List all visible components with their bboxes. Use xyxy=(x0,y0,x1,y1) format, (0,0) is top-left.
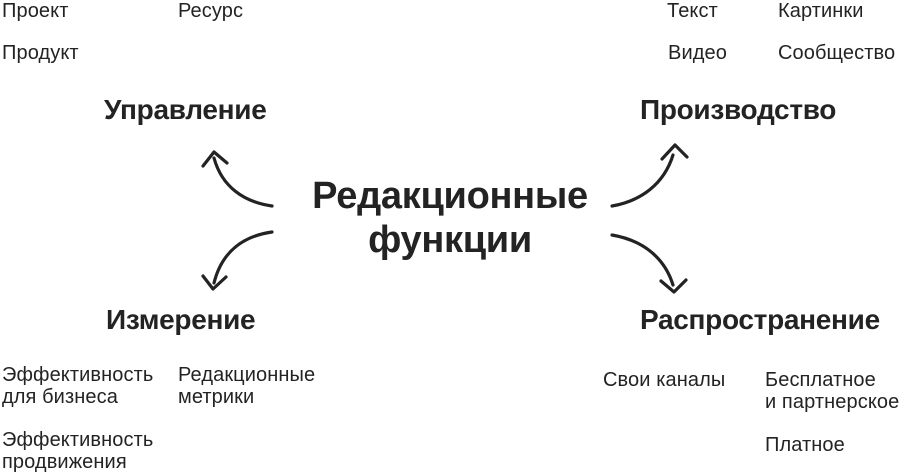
production-heading: Производство xyxy=(640,94,837,125)
distribution-heading: Распространение xyxy=(640,304,880,335)
measurement-item-business-effectiveness: Эффективность для бизнеса xyxy=(2,364,154,408)
production-item-text: Текст xyxy=(667,0,718,22)
management-heading: Управление xyxy=(104,94,267,125)
distribution-item-free-and-partner: Бесплатное и партнерское xyxy=(765,369,900,413)
arrow-to-distribution-icon xyxy=(610,233,688,294)
measurement-item-promotion-effectiveness: Эффективность продвижения xyxy=(2,429,154,473)
page-title: Редакционные функции xyxy=(312,175,588,261)
arrow-to-measurement-icon xyxy=(201,230,274,291)
management-item-project: Проект xyxy=(2,0,69,22)
production-item-community: Сообщество xyxy=(778,42,896,64)
arrow-to-management-icon xyxy=(201,150,274,208)
production-item-video: Видео xyxy=(668,42,727,64)
production-item-pictures: Картинки xyxy=(778,0,864,22)
management-item-resource: Ресурс xyxy=(178,0,244,22)
distribution-item-own-channels: Свои каналы xyxy=(603,369,726,391)
arrow-to-production-icon xyxy=(610,143,689,208)
measurement-item-editorial-metrics: Редакционные метрики xyxy=(178,364,316,408)
measurement-heading: Измерение xyxy=(106,304,256,335)
distribution-item-paid: Платное xyxy=(765,434,845,456)
management-item-product: Продукт xyxy=(2,42,79,64)
